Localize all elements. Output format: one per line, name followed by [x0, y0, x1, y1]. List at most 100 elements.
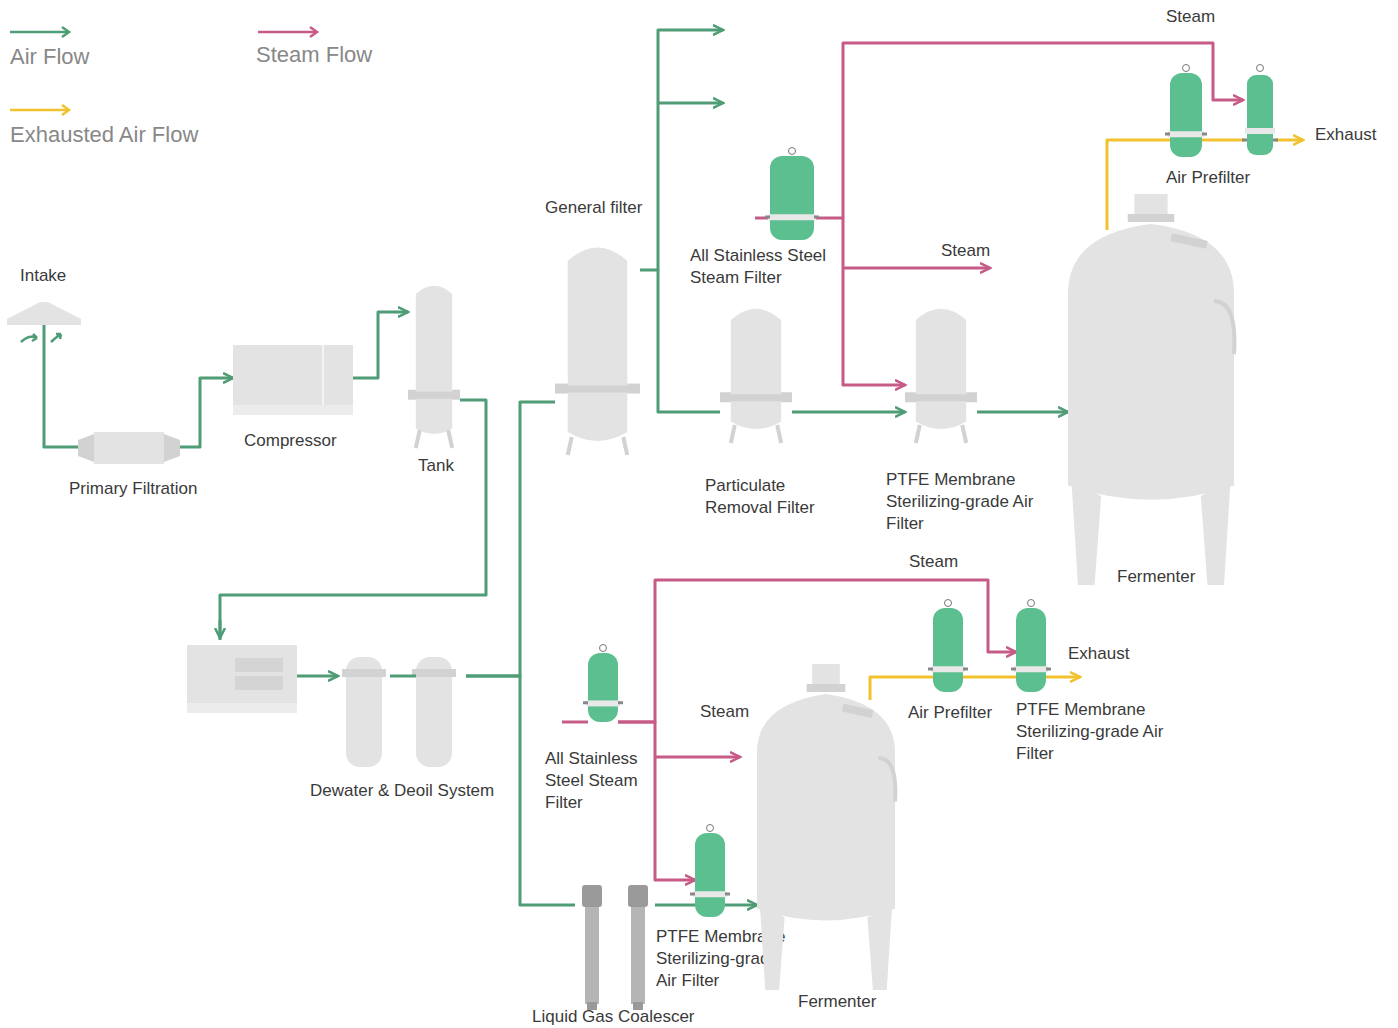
flow-label: Steam — [909, 551, 958, 573]
flow-label: Steam — [941, 240, 990, 262]
flow-connector — [963, 676, 1016, 679]
ferm-shape — [757, 664, 895, 990]
equipment-label: Tank — [418, 455, 478, 477]
equipment-node: All Stainless Steel Steam Filter — [770, 148, 814, 240]
equipment-drawing — [695, 825, 725, 917]
equipment-label: Intake — [20, 265, 120, 287]
legend-text: Exhausted Air Flow — [10, 122, 198, 148]
steam-line — [843, 43, 1243, 218]
equipment-node: Fermenter — [1068, 230, 1234, 585]
flow-connector — [353, 312, 408, 378]
vessel-shape — [905, 309, 977, 443]
equipment-node: General filter — [555, 243, 640, 455]
legend-swatch — [258, 31, 316, 34]
exhaust-line — [1202, 139, 1245, 142]
equipment-label: PTFE Membrane Sterilizing-grade Air Filt… — [886, 469, 1036, 535]
equipment-node: Tank — [408, 283, 460, 448]
air-line — [658, 102, 723, 105]
vessel-shape — [555, 247, 640, 455]
coal-shape — [582, 885, 648, 1010]
equipment-label: Fermenter — [1117, 566, 1217, 588]
legend-text: Air Flow — [10, 44, 89, 70]
equipment-drawing — [905, 305, 977, 443]
legend-swatch — [10, 109, 68, 112]
exhaust-line — [1046, 676, 1080, 679]
equipment-label: Liquid Gas Coalescer — [532, 1006, 722, 1028]
green-shape — [583, 645, 623, 723]
equipment-drawing — [757, 700, 895, 990]
flow-connector — [220, 400, 486, 676]
exhaust-line — [1275, 139, 1303, 142]
equipment-label: General filter — [545, 197, 675, 219]
flow-connector — [655, 904, 695, 907]
legend-arrowhead — [62, 27, 69, 37]
equipment-drawing — [408, 283, 460, 448]
equipment-node: Fermenter — [757, 700, 895, 990]
flow-connector — [618, 722, 695, 880]
vessel-shape — [720, 309, 792, 443]
flow-connector — [870, 677, 933, 700]
equipment-drawing — [338, 657, 466, 767]
equipment-node: PTFE Membrane Sterilizing-grade Air Filt… — [695, 825, 725, 917]
equipment-drawing — [233, 345, 353, 415]
equipment-drawing — [720, 305, 792, 443]
equipment-drawing — [1170, 65, 1202, 157]
steam-line — [655, 756, 740, 759]
dryer-unit — [187, 645, 297, 713]
flow-connector — [466, 402, 555, 676]
green-shape — [1011, 600, 1051, 693]
equipment-label: All Stainless Steel Steam Filter — [690, 245, 850, 289]
equipment-node: Primary Filtration — [78, 432, 180, 464]
green-shape — [765, 148, 819, 241]
ferm-shape — [1068, 194, 1234, 585]
flow-connector — [180, 378, 233, 447]
dual-shape — [342, 657, 456, 767]
flow-connector — [725, 904, 757, 907]
equipment-label: Particulate Removal Filter — [705, 475, 833, 519]
equipment-node: Compressor — [233, 345, 353, 415]
equipment-node: Dewater & Deoil System — [338, 657, 466, 767]
equipment-node: PTFE Membrane Sterilizing-grade Air Filt… — [905, 305, 977, 443]
equipment-node: Particulate Removal Filter — [720, 305, 792, 443]
green-shape — [690, 825, 730, 918]
equipment-drawing — [588, 645, 618, 722]
flow-connector — [977, 411, 1068, 414]
flow-lines — [220, 30, 1303, 757]
equipment-label: Compressor — [244, 430, 364, 452]
steam-line — [843, 267, 990, 270]
vessel-shape — [408, 286, 460, 448]
steam-line — [562, 721, 588, 724]
equipment-node: PTFE Membrane Sterilizing-grade Air Filt… — [1016, 600, 1046, 692]
sterile-filter — [1242, 65, 1278, 156]
flow-connector — [792, 411, 905, 414]
legend-arrowhead — [62, 105, 69, 115]
hood-shape — [7, 302, 81, 342]
equipment-label: Air Prefilter — [1166, 167, 1276, 189]
box-shape — [233, 345, 353, 415]
cyl-shape — [78, 432, 180, 464]
legend-swatch — [10, 31, 68, 34]
equipment-label: Fermenter — [798, 991, 888, 1013]
equipment-node: Intake — [5, 298, 83, 325]
air-line — [658, 30, 723, 270]
equipment-drawing — [1068, 230, 1234, 585]
equipment-node: All Stainless Steel Steam Filter — [588, 645, 618, 722]
equipment-drawing — [555, 243, 640, 455]
flow-label: Exhaust — [1315, 124, 1376, 146]
flow-label: Steam — [1166, 6, 1215, 28]
flow-connector — [640, 270, 720, 412]
flow-connector — [814, 218, 905, 385]
equipment-label: All Stainless Steel Steam Filter — [545, 748, 657, 814]
flow-connector — [44, 325, 78, 447]
equipment-label: Air Prefilter — [908, 702, 1018, 724]
equipment-node: Liquid Gas Coalescer — [575, 885, 655, 1010]
flow-label: Exhaust — [1068, 643, 1129, 665]
equipment-drawing — [770, 148, 814, 240]
steam-line — [755, 217, 770, 220]
equipment-drawing — [78, 432, 180, 464]
green-shape — [928, 600, 968, 693]
legend-text: Steam Flow — [256, 42, 372, 68]
equipment-label: Primary Filtration — [69, 478, 239, 500]
green-shape — [1165, 65, 1207, 158]
equipment-drawing — [5, 298, 83, 325]
